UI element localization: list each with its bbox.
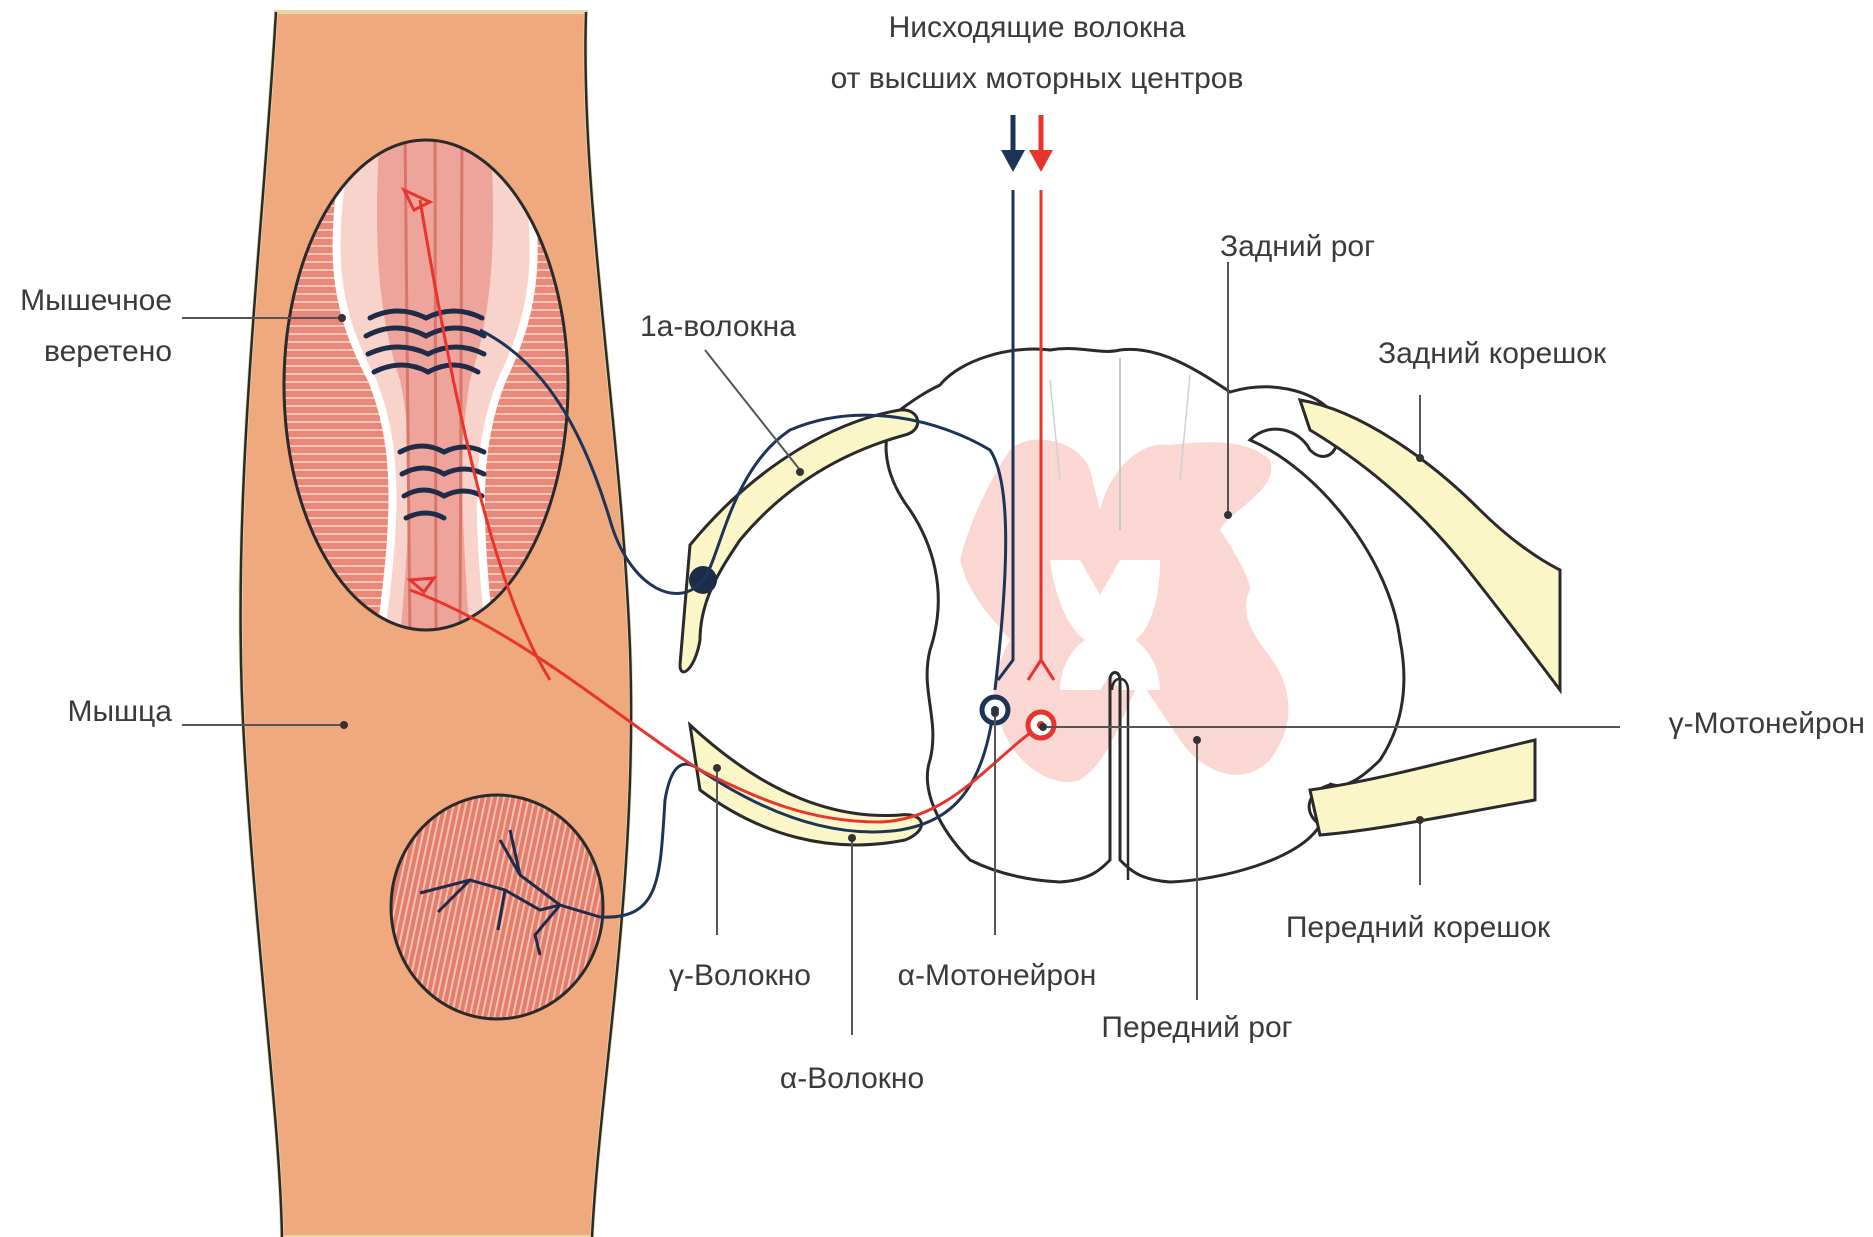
extrafusal-muscle-detail: [391, 795, 603, 1019]
label-anterior-horn: Передний рог: [1101, 1011, 1292, 1044]
label-gamma-fiber: γ-Волокно: [669, 959, 811, 992]
label-posterior-root: Задний корешок: [1378, 337, 1607, 370]
label-descending-line1: Нисходящие волокна: [889, 11, 1186, 44]
label-alpha-fiber: α-Волокно: [780, 1062, 924, 1095]
label-descending-line2: от высших моторных центров: [831, 62, 1244, 95]
label-muscle-spindle-line1: Мышечное: [20, 284, 172, 317]
label-muscle-spindle-line2: веретено: [44, 335, 172, 368]
label-muscle: Мышца: [68, 695, 173, 728]
label-posterior-horn: Задний рог: [1220, 230, 1375, 263]
label-anterior-root: Передний корешок: [1286, 911, 1551, 944]
label-1a-fibers: 1а-волокна: [640, 310, 796, 343]
label-alpha-motoneuron: α-Мотонейрон: [898, 959, 1097, 992]
label-gamma-motoneuron: γ-Мотонейрон: [1669, 707, 1865, 740]
